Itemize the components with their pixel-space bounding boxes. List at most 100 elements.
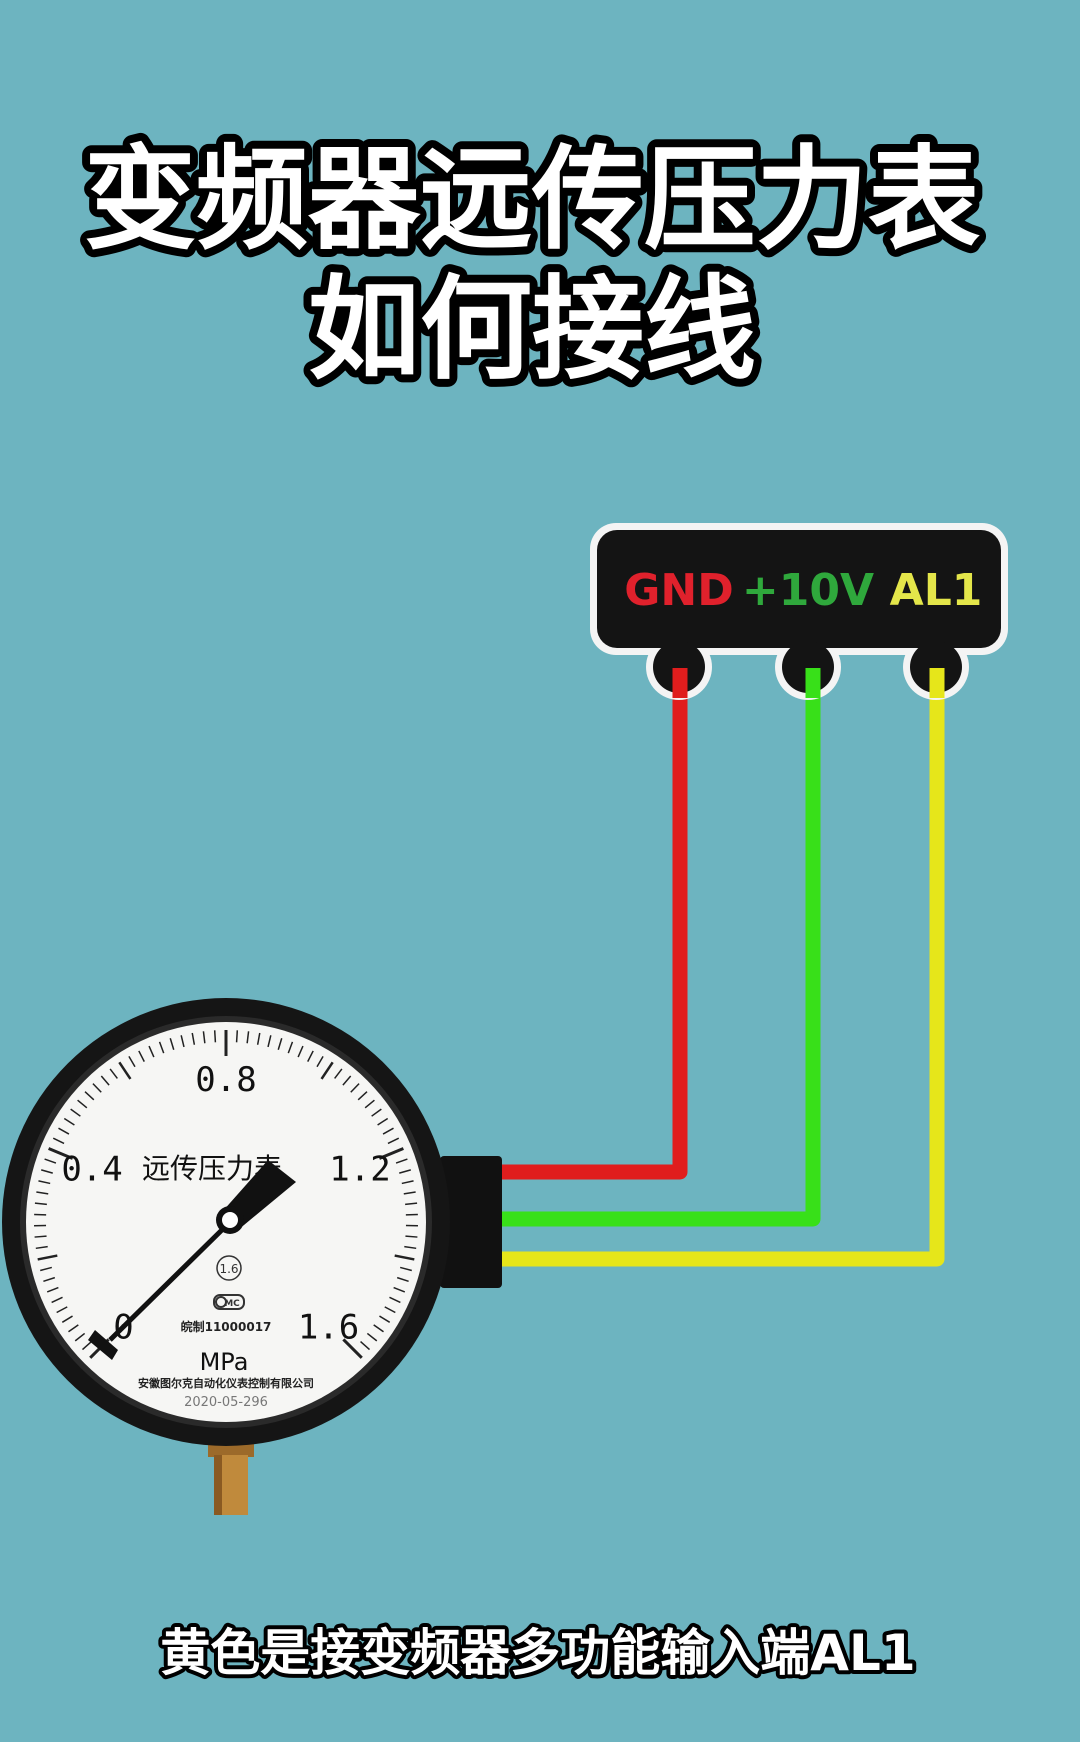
minor-tick: [40, 1266, 53, 1272]
scale-label: 0.4: [61, 1150, 122, 1190]
scale-label: 1.2: [329, 1150, 390, 1190]
wire-al1: [500, 675, 945, 1267]
title-line-1: 变频器远传压力表: [84, 135, 980, 265]
minor-tick: [158, 1041, 165, 1054]
wire-end-plus10v: [805, 668, 821, 698]
terminal-al1: [910, 641, 962, 693]
minor-tick: [235, 1030, 239, 1043]
minor-tick: [92, 1083, 102, 1093]
minor-tick: [373, 1324, 384, 1333]
wire-gnd: [500, 670, 688, 1180]
minor-tick: [403, 1191, 416, 1195]
minor-tick: [37, 1254, 58, 1261]
minor-tick: [51, 1296, 63, 1304]
wires: [500, 670, 945, 1267]
minor-tick: [364, 1099, 375, 1109]
major-tick: [48, 1147, 74, 1160]
minor-tick: [377, 1117, 389, 1126]
minor-tick: [46, 1286, 59, 1293]
major-tick: [342, 1338, 363, 1359]
minor-tick: [36, 1191, 49, 1195]
minor-tick: [44, 1158, 57, 1164]
minor-tick: [118, 1061, 132, 1080]
terminal-block: GND +10V AL1: [590, 523, 1008, 700]
cmc-mark: [213, 1294, 245, 1310]
minor-tick: [267, 1035, 272, 1048]
gauge-ticks: [34, 1030, 418, 1359]
minor-tick: [169, 1038, 175, 1050]
wire-plus10v: [500, 670, 821, 1227]
minor-tick: [52, 1137, 65, 1145]
minor-tick: [389, 1296, 401, 1304]
gauge-needle: [88, 1160, 296, 1360]
major-tick: [378, 1147, 404, 1160]
minor-tick: [128, 1055, 136, 1068]
minor-tick: [70, 1108, 81, 1117]
minor-tick: [213, 1030, 217, 1043]
minor-tick: [43, 1276, 56, 1283]
minor-tick: [109, 1068, 118, 1079]
cmc-mark-text: MC: [224, 1299, 240, 1309]
minor-tick: [38, 1180, 51, 1185]
gauge-junction-box: [440, 1156, 502, 1288]
minor-tick: [350, 1083, 360, 1093]
scale-label: 1.6: [298, 1308, 359, 1348]
pressure-gauge: 00.40.81.21.6 远传压力表 1.6 MC 皖制11000017 MP…: [2, 998, 502, 1515]
minor-tick: [357, 1091, 368, 1101]
minor-tick: [320, 1061, 334, 1080]
wire-end-gnd: [672, 668, 688, 698]
minor-tick: [334, 1068, 343, 1079]
minor-tick: [395, 1158, 408, 1164]
title-line-2: 如何接线: [308, 265, 756, 395]
manufacturer: 安徽图尔克自动化仪表控制有限公司: [138, 1376, 314, 1390]
minor-tick: [35, 1245, 48, 1250]
minor-tick: [379, 1315, 391, 1323]
minor-tick: [405, 1235, 418, 1238]
scale-label: 0.8: [195, 1060, 256, 1100]
minor-tick: [394, 1254, 415, 1261]
minor-tick: [34, 1202, 47, 1206]
wire-ends: [672, 668, 945, 698]
minor-tick: [399, 1169, 411, 1174]
minor-tick: [77, 1099, 88, 1109]
minor-tick: [382, 1127, 394, 1135]
minor-tick: [297, 1045, 304, 1058]
minor-tick: [81, 1341, 92, 1351]
minor-tick: [342, 1075, 352, 1086]
minor-tick: [366, 1332, 378, 1342]
minor-tick: [396, 1276, 409, 1283]
terminal-plus10v: [782, 641, 834, 693]
terminal-label-al1: AL1: [890, 565, 983, 616]
minor-tick: [404, 1245, 417, 1250]
license-number: 皖制11000017: [181, 1319, 272, 1334]
minor-tick: [360, 1341, 371, 1351]
terminal-gnd: [653, 641, 705, 693]
accuracy-class: 1.6: [219, 1262, 238, 1276]
minor-tick: [41, 1169, 53, 1174]
accuracy-class-mark: [216, 1255, 242, 1281]
wire-end-al1: [929, 668, 945, 698]
minor-tick: [180, 1035, 185, 1048]
terminal-label-plus10v: +10V: [742, 565, 874, 616]
terminal-label-gnd: GND: [624, 565, 733, 616]
minor-tick: [56, 1306, 68, 1314]
minor-tick: [307, 1050, 314, 1062]
minor-tick: [202, 1031, 206, 1044]
minor-tick: [401, 1180, 414, 1185]
minor-tick: [84, 1091, 95, 1101]
minor-tick: [256, 1032, 261, 1045]
minor-tick: [74, 1332, 86, 1342]
minor-tick: [316, 1055, 324, 1068]
minor-tick: [34, 1235, 47, 1238]
minor-tick: [387, 1137, 400, 1145]
minor-tick: [287, 1041, 294, 1054]
minor-tick: [100, 1075, 110, 1086]
minor-tick: [61, 1315, 73, 1323]
minor-tick: [399, 1266, 412, 1272]
minor-tick: [393, 1286, 406, 1293]
minor-tick: [148, 1045, 155, 1058]
minor-tick: [58, 1127, 70, 1135]
minor-tick: [68, 1324, 79, 1333]
minor-tick: [277, 1038, 283, 1050]
